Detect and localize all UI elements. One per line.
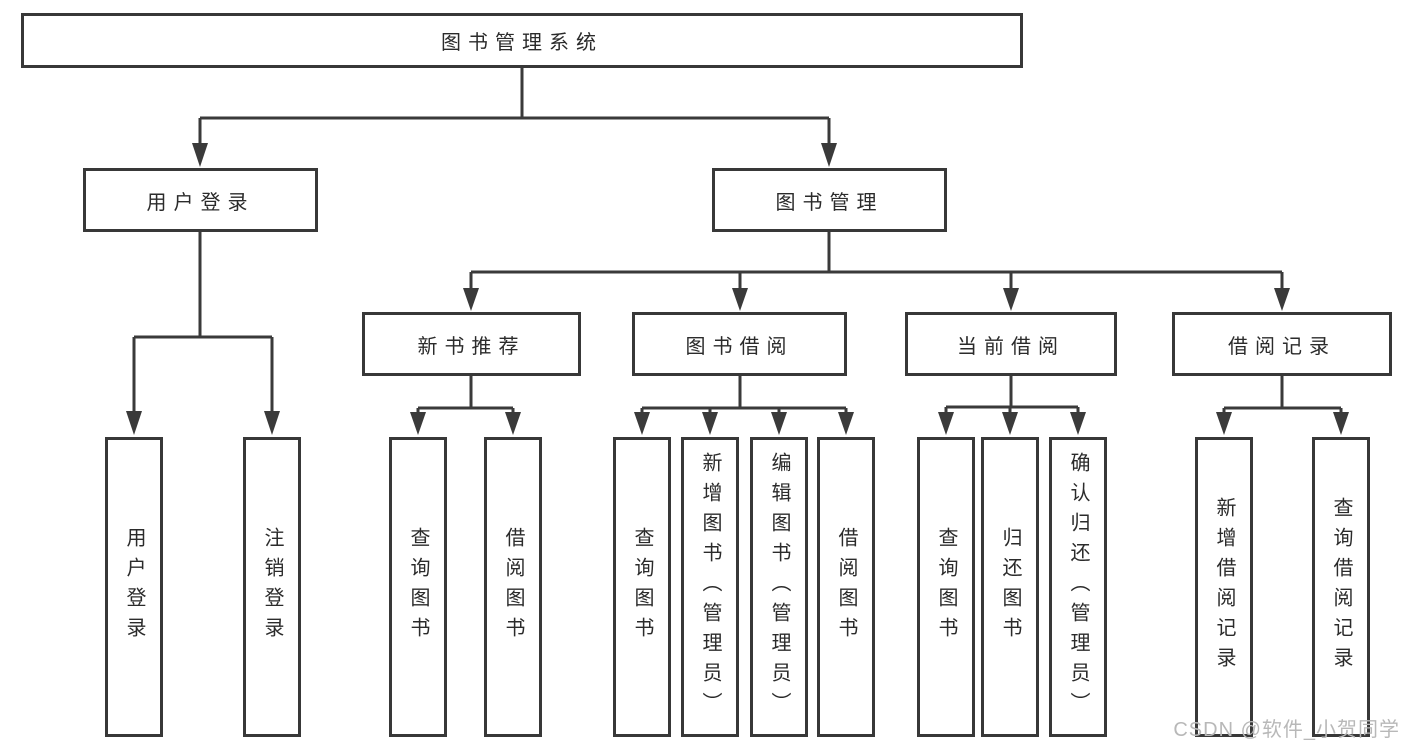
leaf-add-book-admin: 新增图书（管理员） [681, 437, 739, 737]
leaf-confirm-return-admin-label: 确认归还（管理员） [1067, 452, 1089, 722]
node-current-borrowing: 当前借阅 [905, 312, 1117, 376]
leaf-query-borrow-record-label: 查询借阅记录 [1330, 497, 1352, 677]
leaf-edit-book-admin: 编辑图书（管理员） [750, 437, 808, 737]
leaf-add-borrow-record: 新增借阅记录 [1195, 437, 1253, 737]
node-user-login: 用户登录 [83, 168, 318, 232]
leaf-borrow-books-label: 借阅图书 [835, 527, 857, 647]
node-book-borrowing: 图书借阅 [632, 312, 847, 376]
leaf-borrow-books: 借阅图书 [817, 437, 875, 737]
leaf-logout-label: 注销登录 [261, 527, 283, 647]
leaf-add-borrow-record-label: 新增借阅记录 [1213, 497, 1235, 677]
connector-book-management-to-level3 [463, 232, 1290, 311]
leaf-query-books-recommend-label: 查询图书 [407, 527, 429, 647]
leaf-confirm-return-admin: 确认归还（管理员） [1049, 437, 1107, 737]
leaf-query-books-current: 查询图书 [917, 437, 975, 737]
leaf-borrow-books-recommend: 借阅图书 [484, 437, 542, 737]
connector-new-book-recommend-children [410, 375, 521, 435]
leaf-logout: 注销登录 [243, 437, 301, 737]
leaf-return-book: 归还图书 [981, 437, 1039, 737]
connector-borrowing-records-children [1216, 375, 1349, 435]
connector-book-borrowing-children [634, 375, 854, 435]
node-new-book-recommend: 新书推荐 [362, 312, 581, 376]
leaf-user-login: 用户登录 [105, 437, 163, 737]
leaf-query-borrow-record: 查询借阅记录 [1312, 437, 1370, 737]
node-borrowing-records: 借阅记录 [1172, 312, 1392, 376]
leaf-query-books-borrow-label: 查询图书 [631, 527, 653, 647]
leaf-add-book-admin-label: 新增图书（管理员） [699, 452, 721, 722]
leaf-return-book-label: 归还图书 [999, 527, 1021, 647]
connector-current-borrowing-children [938, 375, 1086, 435]
leaf-edit-book-admin-label: 编辑图书（管理员） [768, 452, 790, 722]
csdn-watermark: CSDN @软件_小贺同学 [1173, 719, 1400, 741]
leaf-query-books-recommend: 查询图书 [389, 437, 447, 737]
node-library-system: 图书管理系统 [21, 13, 1023, 68]
connector-root-to-level2 [192, 68, 837, 167]
connector-user-login-children [126, 232, 280, 435]
leaf-user-login-label: 用户登录 [123, 527, 145, 647]
leaf-query-books-borrow: 查询图书 [613, 437, 671, 737]
leaf-query-books-current-label: 查询图书 [935, 527, 957, 647]
node-book-management: 图书管理 [712, 168, 947, 232]
leaf-borrow-books-recommend-label: 借阅图书 [502, 527, 524, 647]
